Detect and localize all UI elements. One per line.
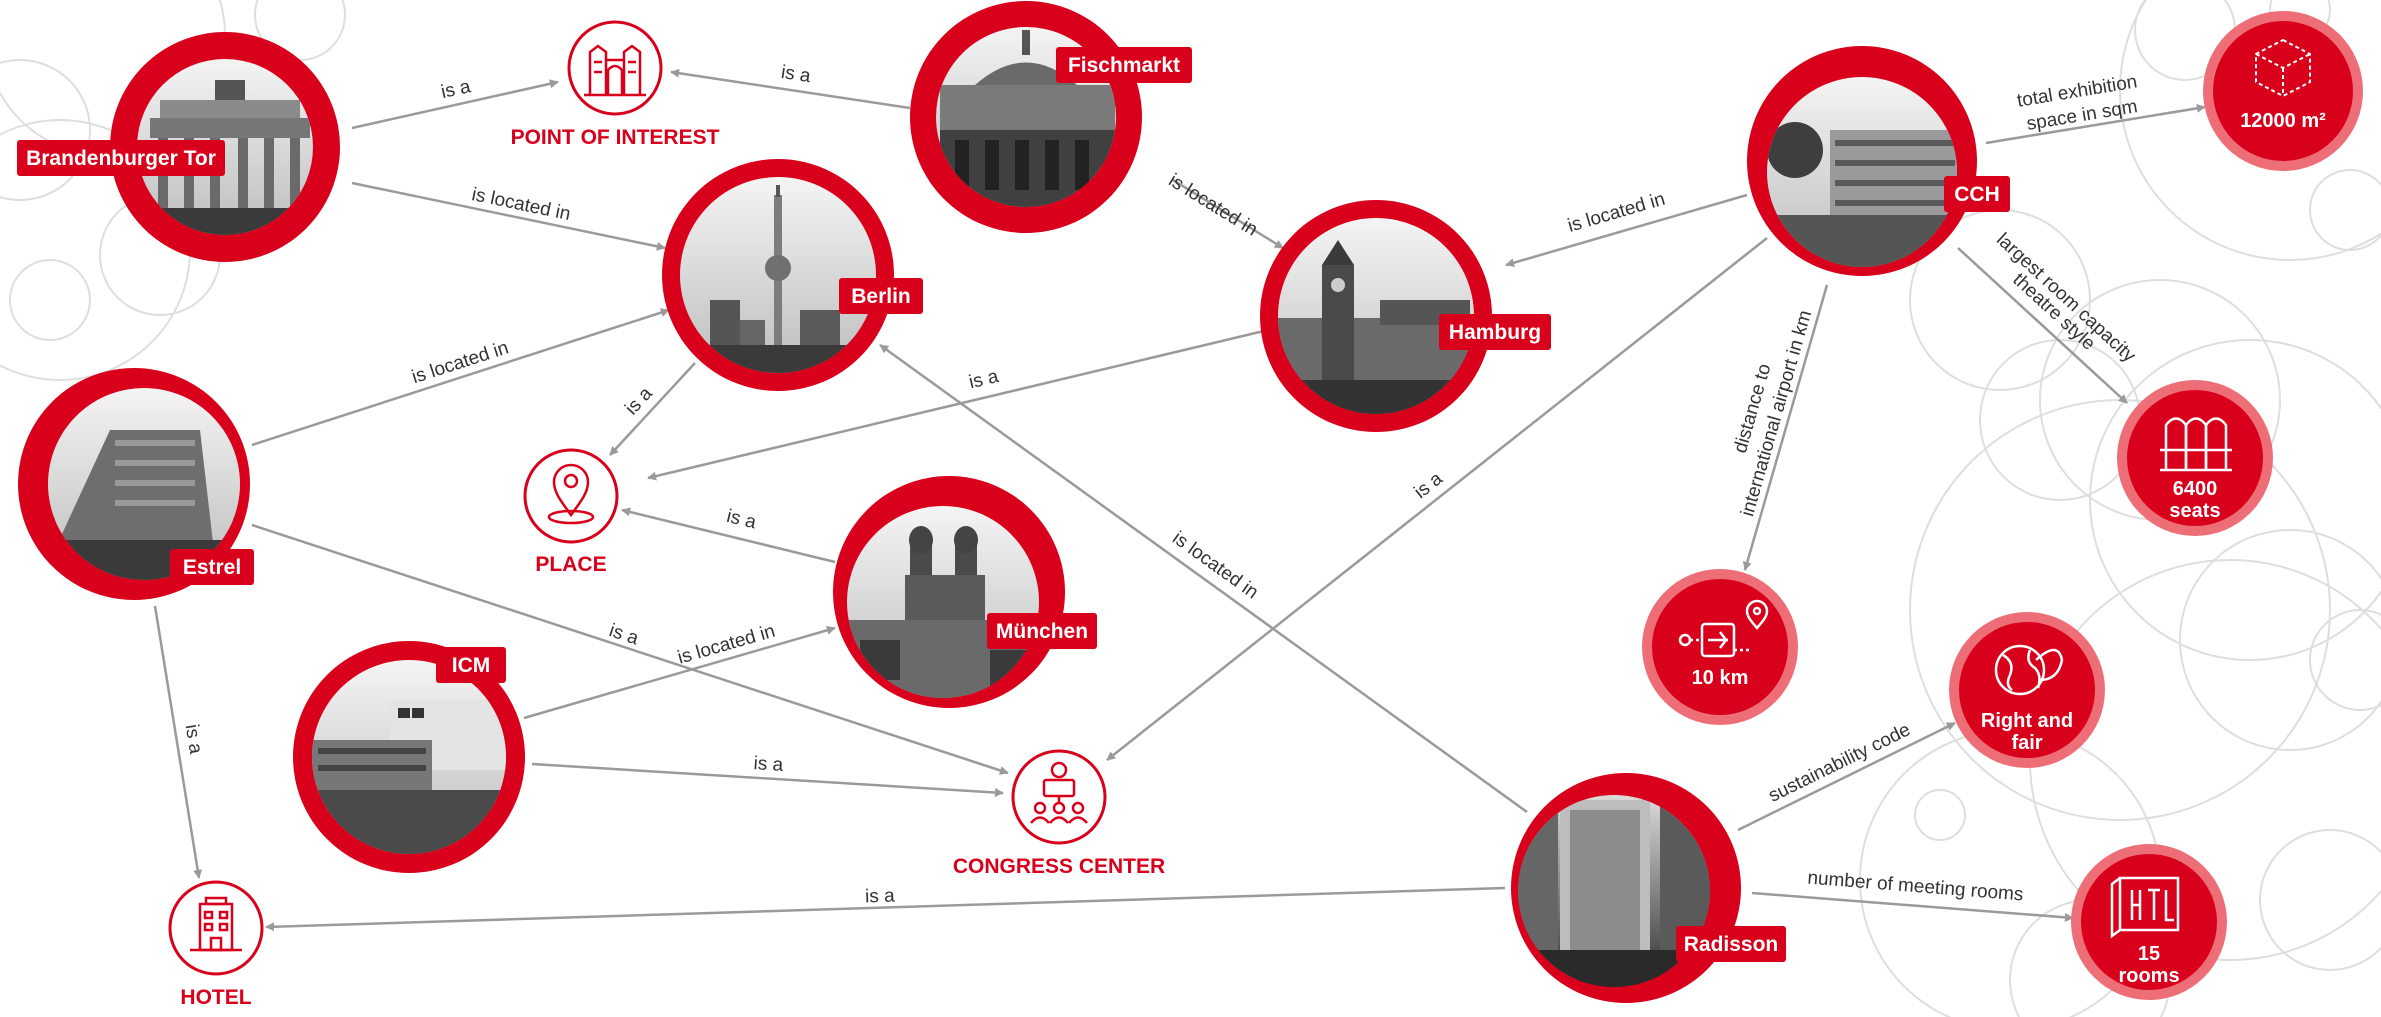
- edge-muenchen-place: [621, 507, 836, 564]
- value-seats[interactable]: 6400 seats: [2117, 380, 2273, 536]
- airport-route-icon: [1678, 599, 1769, 658]
- node-icm[interactable]: ICM: [293, 641, 525, 873]
- edge-cch-congress: [1106, 237, 1768, 761]
- edge-radisson-sustain: [1737, 721, 1956, 832]
- value-exhibition-space[interactable]: 12000 m²: [2203, 11, 2363, 171]
- edge-icm-congress: [531, 762, 1004, 797]
- label-berlin: Berlin: [851, 285, 911, 308]
- label-fischmarkt: Fischmarkt: [1068, 54, 1180, 77]
- label-radisson: Radisson: [1684, 933, 1779, 956]
- edge-fm-hamburg: [1172, 178, 1284, 250]
- hotel-building-icon: [190, 896, 242, 952]
- value-label-distance: 10 km: [1692, 667, 1749, 689]
- label-brandenburger-tor: Brandenburger Tor: [26, 147, 216, 170]
- edge-cch-exhibition: [1985, 103, 2206, 145]
- type-label-hotel: HOTEL: [180, 986, 251, 1009]
- edge-icm-muenchen: [523, 625, 836, 720]
- edge-estrel-hotel: [153, 605, 203, 879]
- node-muenchen[interactable]: München: [833, 476, 1097, 708]
- edge-label-bt-poi: is a: [439, 76, 473, 103]
- value-label-exhibition-space: 12000 m²: [2240, 110, 2326, 132]
- node-hamburg[interactable]: Hamburg: [1260, 200, 1551, 432]
- value-label-seats-number: 6400: [2173, 478, 2218, 500]
- node-radisson[interactable]: Radisson: [1511, 773, 1786, 1003]
- edge-hamburg-place: [647, 328, 1269, 481]
- edge-estrel-berlin: [251, 308, 670, 447]
- type-label-congress-center: CONGRESS CENTER: [953, 855, 1165, 878]
- muenchen-photo: [847, 506, 1039, 698]
- node-fischmarkt[interactable]: Fischmarkt: [910, 1, 1192, 233]
- edge-label-fm-hamburg: is located in: [1165, 170, 1261, 241]
- edge-label-radisson-hotel: is a: [865, 886, 896, 908]
- meeting-room-icon: [2110, 876, 2180, 939]
- type-point-of-interest[interactable]: POINT OF INTEREST: [511, 20, 720, 149]
- value-label-seats-unit: seats: [2169, 500, 2220, 522]
- edge-bt-berlin: [351, 181, 666, 251]
- type-place[interactable]: PLACE: [523, 448, 619, 576]
- label-estrel: Estrel: [183, 556, 241, 579]
- edge-bt-poi: [351, 79, 559, 130]
- edges: [153, 68, 2206, 932]
- value-sustainability[interactable]: Right and fair: [1949, 612, 2105, 768]
- edge-fm-poi: [670, 68, 911, 110]
- node-berlin[interactable]: Berlin: [662, 159, 923, 391]
- edge-label-hamburg-place: is a: [967, 366, 1001, 393]
- node-cch[interactable]: CCH: [1747, 46, 2010, 276]
- edge-label-muenchen-place: is a: [724, 506, 758, 534]
- edge-label-sustainability: sustainability code: [1765, 719, 1914, 806]
- edge-cch-hamburg: [1505, 193, 1748, 268]
- edge-berlin-place: [609, 362, 696, 456]
- value-label-rooms-unit: rooms: [2118, 965, 2179, 987]
- edge-label-estrel-berlin: is located in: [409, 337, 511, 388]
- label-icm: ICM: [452, 654, 491, 677]
- value-label-rooms-number: 15: [2138, 943, 2160, 965]
- label-hamburg: Hamburg: [1449, 321, 1541, 344]
- edge-label-estrel-congress: is a: [606, 620, 641, 649]
- edge-label-berlin-place: is a: [621, 383, 657, 419]
- edge-label-cch-hamburg: is located in: [1565, 189, 1667, 237]
- edge-label-radisson-berlin: is located in: [1168, 528, 1262, 604]
- type-hotel[interactable]: HOTEL: [168, 880, 264, 1009]
- value-meeting-rooms[interactable]: 15 rooms: [2071, 844, 2227, 1000]
- estrel-photo: [48, 388, 240, 580]
- building-facade-icon: [584, 44, 646, 97]
- value-label-sustainability-2: fair: [2011, 732, 2042, 754]
- edge-radisson-rooms: [1751, 891, 2074, 922]
- theatre-seats-icon: [2160, 417, 2232, 472]
- cch-photo: [1767, 77, 1957, 267]
- type-congress-center[interactable]: CONGRESS CENTER: [953, 749, 1165, 878]
- edge-label-fm-poi: is a: [780, 62, 813, 87]
- edge-radisson-berlin: [879, 343, 1528, 814]
- value-label-sustainability-1: Right and: [1981, 710, 2073, 732]
- edge-cch-seats: [1957, 247, 2128, 404]
- edge-label-icm-muenchen: is located in: [675, 621, 777, 669]
- edge-label-icm-congress: is a: [753, 753, 784, 776]
- edge-radisson-hotel: [265, 886, 1506, 932]
- node-estrel[interactable]: Estrel: [18, 368, 254, 600]
- globe-leaf-icon: [1994, 644, 2064, 696]
- icm-photo: [312, 660, 506, 854]
- presenter-audience-icon: [1030, 761, 1088, 824]
- map-pin-icon: [547, 463, 595, 525]
- cube-icon: [2255, 38, 2311, 98]
- value-distance[interactable]: 10 km: [1642, 569, 1798, 725]
- edge-cch-distance: [1742, 284, 1829, 571]
- label-cch: CCH: [1954, 183, 2000, 206]
- type-label-point-of-interest: POINT OF INTEREST: [511, 126, 720, 149]
- label-muenchen: München: [996, 620, 1088, 643]
- node-brandenburger-tor[interactable]: Brandenburger Tor: [17, 32, 340, 262]
- edge-estrel-congress: [251, 523, 1009, 775]
- edge-label-cch-congress: is a: [1410, 468, 1447, 503]
- type-label-place: PLACE: [535, 553, 606, 576]
- edge-label-estrel-hotel: is a: [181, 723, 207, 756]
